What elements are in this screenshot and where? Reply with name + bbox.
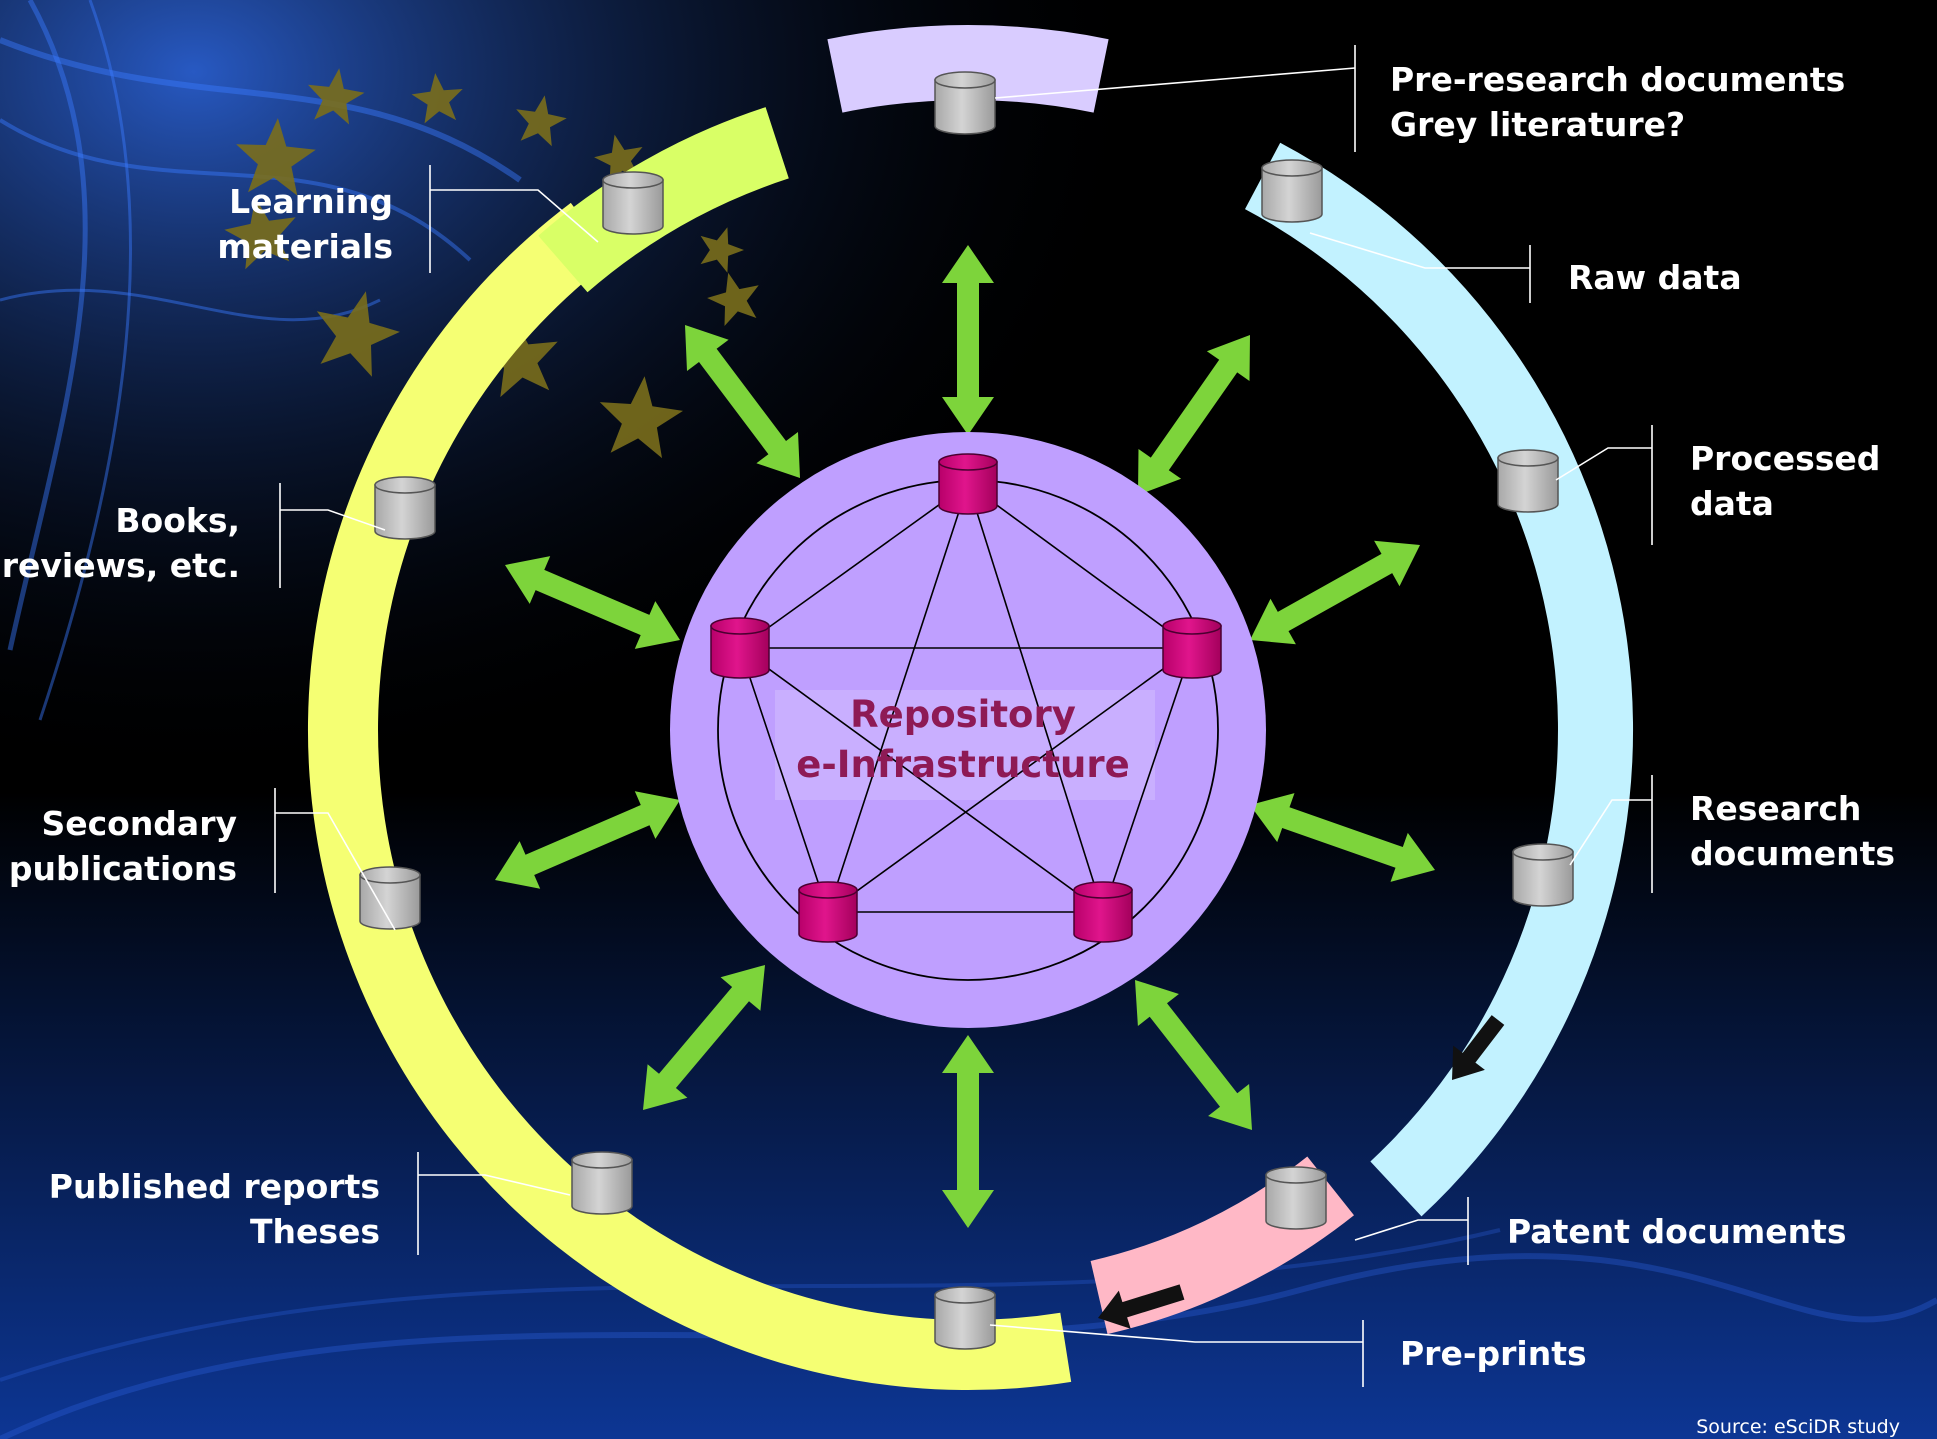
star-7 bbox=[316, 291, 400, 377]
network-link bbox=[1102, 647, 1193, 913]
db-raw-data bbox=[1261, 159, 1323, 223]
label-pre-prints: Pre-prints bbox=[1400, 1334, 1587, 1373]
repository-node-4 bbox=[798, 881, 858, 943]
network-link bbox=[827, 647, 1193, 913]
network-link bbox=[967, 483, 1104, 913]
repository-node-3 bbox=[1073, 881, 1133, 943]
leader-lines bbox=[274, 45, 1653, 1387]
label-secondary-publications-line1: Secondary bbox=[41, 804, 237, 843]
db-secondary-publications bbox=[359, 866, 421, 930]
label-learning-materials-line2: materials bbox=[217, 227, 393, 266]
center-title-line2: e-Infrastructure bbox=[796, 743, 1129, 786]
repository-node-1 bbox=[938, 453, 998, 515]
leader-processed-data bbox=[1555, 447, 1652, 481]
leader-pre-prints bbox=[989, 1324, 1363, 1343]
star-2 bbox=[411, 73, 463, 124]
transition-arrows bbox=[1098, 1015, 1505, 1329]
repository-node-2 bbox=[1162, 617, 1222, 679]
star-9 bbox=[599, 376, 683, 459]
label-secondary-publications-line2: publications bbox=[9, 849, 237, 888]
label-research-documents-line1: Research bbox=[1690, 789, 1861, 828]
db-pre-research bbox=[934, 71, 996, 135]
star-11 bbox=[700, 227, 744, 273]
repository-network bbox=[710, 453, 1222, 943]
leader-research-documents bbox=[1569, 799, 1652, 866]
exchange-arrow-3 bbox=[1138, 335, 1250, 495]
center-title-line1: Repository bbox=[850, 693, 1076, 736]
label-books-reviews-line2: reviews, etc. bbox=[2, 546, 240, 585]
exchange-arrow-6 bbox=[495, 791, 680, 889]
star-5 bbox=[236, 118, 316, 196]
segment-data bbox=[1245, 142, 1634, 1217]
network-link bbox=[827, 483, 969, 913]
segment-databases bbox=[359, 71, 1574, 1350]
db-patent-documents bbox=[1265, 1166, 1327, 1230]
db-research-documents bbox=[1512, 843, 1574, 907]
label-patent-documents: Patent documents bbox=[1507, 1212, 1847, 1251]
segment-publications bbox=[307, 202, 1072, 1391]
exchange-arrow-1 bbox=[942, 245, 994, 435]
leader-learning-materials bbox=[430, 189, 599, 243]
network-link bbox=[739, 647, 829, 913]
label-books-reviews-line1: Books, bbox=[115, 501, 240, 540]
exchange-arrow-10 bbox=[942, 1035, 994, 1228]
leader-patent-documents bbox=[1354, 1219, 1468, 1241]
label-pre-research-line1: Pre-research documents bbox=[1390, 60, 1845, 99]
star-1 bbox=[308, 68, 365, 125]
label-research-documents-line2: documents bbox=[1690, 834, 1895, 873]
db-published-reports bbox=[571, 1151, 633, 1215]
leader-books-reviews bbox=[280, 509, 386, 531]
exchange-arrows bbox=[495, 245, 1435, 1228]
arrow-data-to-patent bbox=[1452, 1015, 1505, 1080]
label-published-reports-line2: Theses bbox=[250, 1212, 380, 1251]
leader-secondary-publications bbox=[275, 812, 396, 931]
exchange-arrow-5 bbox=[1250, 540, 1420, 645]
db-processed-data bbox=[1497, 449, 1559, 513]
center-label-highlight bbox=[775, 690, 1155, 800]
network-link bbox=[739, 483, 969, 649]
star-3 bbox=[516, 95, 567, 147]
exchange-arrow-4 bbox=[505, 556, 680, 649]
label-pre-research-line2: Grey literature? bbox=[1390, 105, 1685, 144]
source-note: Source: eSciDR study bbox=[1696, 1416, 1900, 1438]
category-labels: Pre-research documents Grey literature? … bbox=[2, 60, 1895, 1373]
label-processed-data-line2: data bbox=[1690, 484, 1774, 523]
network-link bbox=[739, 647, 1104, 913]
db-pre-prints bbox=[934, 1286, 996, 1350]
repository-node-5 bbox=[710, 617, 770, 679]
db-books-reviews bbox=[374, 476, 436, 540]
leader-pre-research bbox=[994, 67, 1356, 99]
label-published-reports-line1: Published reports bbox=[49, 1167, 380, 1206]
network-link bbox=[967, 483, 1193, 649]
exchange-arrow-2 bbox=[685, 325, 800, 478]
arrow-patent-to-preprints bbox=[1098, 1284, 1185, 1329]
star-10 bbox=[707, 272, 759, 326]
label-raw-data: Raw data bbox=[1568, 258, 1742, 297]
label-learning-materials-line1: Learning bbox=[229, 182, 393, 221]
exchange-arrow-7 bbox=[1250, 793, 1435, 882]
label-processed-data-line1: Processed bbox=[1690, 439, 1880, 478]
exchange-arrow-8 bbox=[643, 965, 765, 1110]
leader-published-reports bbox=[418, 1174, 571, 1196]
star-6 bbox=[224, 197, 296, 270]
segment-pre-research bbox=[827, 25, 1109, 113]
db-learning-materials bbox=[602, 171, 664, 235]
leader-raw-data bbox=[1309, 232, 1530, 269]
exchange-arrow-9 bbox=[1135, 980, 1252, 1130]
star-8 bbox=[478, 318, 558, 398]
